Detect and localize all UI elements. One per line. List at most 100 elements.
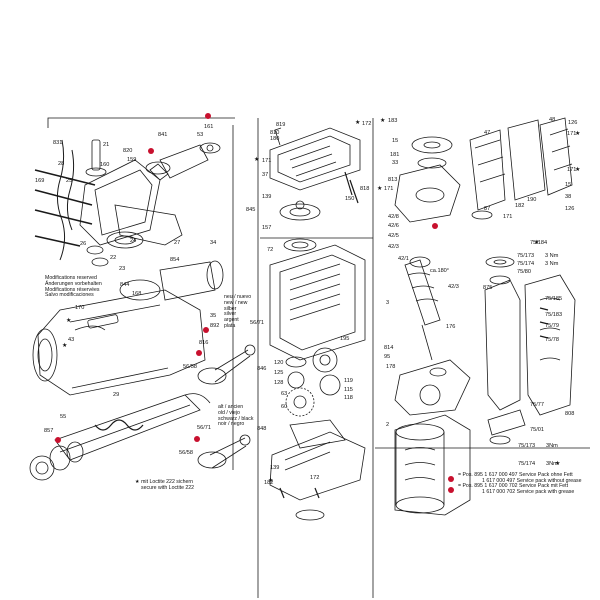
part-label: 42/8: [388, 214, 399, 220]
part-label: 126: [568, 120, 578, 126]
old-version-note: alt / ancien old / viejo schwarz / black…: [218, 404, 254, 428]
part-label: 854: [170, 257, 180, 263]
part-label: 55: [60, 414, 67, 420]
loctite-star-icon: ★: [380, 118, 386, 124]
part-label: 120: [274, 360, 284, 366]
part-label: 820: [123, 148, 133, 154]
part-label: 171: [567, 167, 577, 173]
part-label: 21: [103, 142, 110, 148]
part-label: 2: [386, 422, 390, 428]
part-label: 892: [210, 323, 220, 329]
part-label: 95: [384, 354, 391, 360]
part-label: 841: [158, 132, 168, 138]
part-label: 139: [270, 465, 280, 471]
loctite-note: ★ mit Loctite 222 sichern secure with Lo…: [135, 479, 195, 491]
part-label: 814: [384, 345, 394, 351]
part-label: 28: [58, 161, 65, 167]
part-label: 25: [66, 178, 73, 184]
part-label: 75/184: [530, 240, 548, 246]
part-label: 63: [281, 391, 288, 397]
part-label: 816: [199, 340, 209, 346]
part-label: 157: [262, 225, 272, 231]
red-marker: [194, 436, 200, 442]
loctite-star-icon: ★: [575, 131, 581, 137]
part-label: 75/80: [517, 269, 531, 275]
loctite-star-icon: ★: [66, 318, 72, 324]
part-label: 808: [565, 411, 575, 417]
part-label: 118: [344, 395, 353, 401]
part-label: 171: [384, 186, 394, 192]
angle-label: ca.180°: [430, 268, 450, 274]
part-label: 26: [80, 241, 87, 247]
part-label: 75/174: [517, 261, 535, 267]
part-label: 846: [257, 366, 267, 372]
part-label: 43: [68, 337, 75, 343]
part-label: 42/3: [448, 284, 459, 290]
red-marker: [432, 223, 438, 229]
part-label: 844: [120, 282, 130, 288]
part-label: 87: [484, 206, 491, 212]
part-label: 171: [567, 131, 577, 137]
torque-label: 3Nm: [546, 443, 558, 449]
part-label: 171: [262, 158, 272, 164]
part-label: 75/173: [517, 253, 535, 259]
part-label: 75/01: [530, 427, 544, 433]
red-marker: [196, 350, 202, 356]
modifications-note: Modifications reserved Änderungen vorbeh…: [45, 275, 102, 299]
part-label: 3: [386, 300, 390, 306]
part-label: 813: [388, 177, 398, 183]
part-label: 56/58: [183, 364, 197, 370]
part-label: 37: [262, 172, 269, 178]
new-version-note: neu / nuevo new / new silber silver arge…: [224, 294, 252, 329]
service-pack-note-b: = Pos. 895 1 617 000 702 Service Pack mi…: [458, 483, 575, 495]
part-label: 42/1: [398, 256, 409, 262]
part-label: 182: [264, 480, 274, 486]
part-label: 183: [388, 118, 398, 124]
part-label: 190: [527, 197, 537, 203]
part-label: 23: [119, 266, 126, 272]
part-label: 75/174: [518, 461, 536, 467]
part-label: 60: [281, 404, 288, 410]
part-label: 115: [344, 387, 353, 393]
part-label: 56/71: [197, 425, 211, 431]
loctite-star-icon: ★: [534, 240, 540, 246]
part-label: 845: [246, 207, 256, 213]
part-label: 75/183: [545, 312, 563, 318]
part-label: 176: [446, 324, 456, 330]
part-label: 168: [132, 291, 142, 297]
loctite-star-icon: ★: [254, 157, 260, 163]
part-label: 27: [174, 240, 181, 246]
part-label: 75/173: [518, 443, 536, 449]
red-marker: [55, 437, 61, 443]
part-label: 56/71: [250, 320, 264, 326]
part-label: 42/6: [388, 223, 399, 229]
part-label: 150: [345, 196, 355, 202]
service-pack-note-a: = Pos. 895 1 617 000 497 Service Pack oh…: [458, 472, 582, 484]
loctite-star-icon: ★: [377, 186, 383, 192]
red-marker: [448, 487, 454, 493]
red-marker: [148, 148, 154, 154]
part-label: 170: [75, 305, 85, 311]
part-label: 15: [565, 182, 572, 188]
part-label: 159: [127, 157, 137, 163]
part-label: 35: [210, 313, 217, 319]
part-label: 42/5: [388, 233, 399, 239]
red-marker: [205, 113, 211, 119]
part-label: 38: [565, 194, 572, 200]
part-label: 810: [270, 130, 280, 136]
part-label: 126: [565, 206, 575, 212]
loctite-star-icon: ★: [268, 478, 274, 484]
part-label: 139: [262, 194, 272, 200]
loctite-star-icon: ★: [62, 343, 68, 349]
part-label: 75/77: [530, 402, 544, 408]
part-label: 180: [270, 136, 280, 142]
part-label: 181: [390, 152, 400, 158]
part-label: 848: [257, 426, 267, 432]
part-label: 182: [515, 203, 525, 209]
part-label: 172: [362, 121, 372, 127]
part-label: 818: [360, 186, 370, 192]
part-label: 160: [100, 162, 110, 168]
loctite-star-icon: ★: [575, 167, 581, 173]
part-label: 22: [110, 255, 117, 261]
